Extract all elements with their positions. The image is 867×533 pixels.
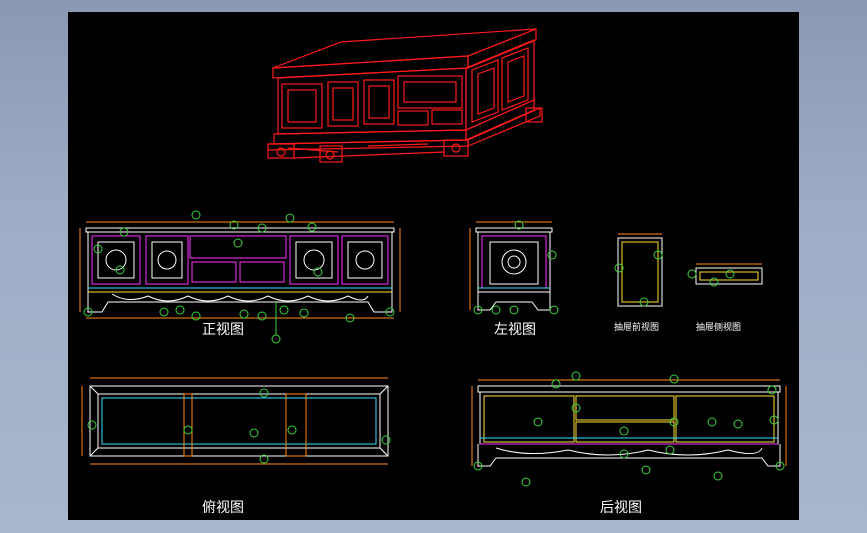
back-view <box>471 371 787 487</box>
drawer-side-label: 抽屉侧视图 <box>696 321 741 333</box>
front-view-label: 正视图 <box>202 322 244 338</box>
left-view <box>469 220 559 315</box>
cad-drawing: 正视图 左视图 抽屉前视图 <box>79 28 787 516</box>
drawer-front-view <box>614 233 663 307</box>
cad-drawing-viewport[interactable]: 正视图 左视图 抽屉前视图 <box>68 12 799 520</box>
back-view-label: 后视图 <box>600 500 642 516</box>
top-view <box>81 377 391 465</box>
drawer-front-label: 抽屉前视图 <box>614 321 659 333</box>
front-view <box>79 210 401 344</box>
top-view-label: 俯视图 <box>202 500 244 516</box>
isometric-view <box>267 28 543 163</box>
drawer-side-view <box>687 263 763 287</box>
left-view-label: 左视图 <box>494 322 536 338</box>
